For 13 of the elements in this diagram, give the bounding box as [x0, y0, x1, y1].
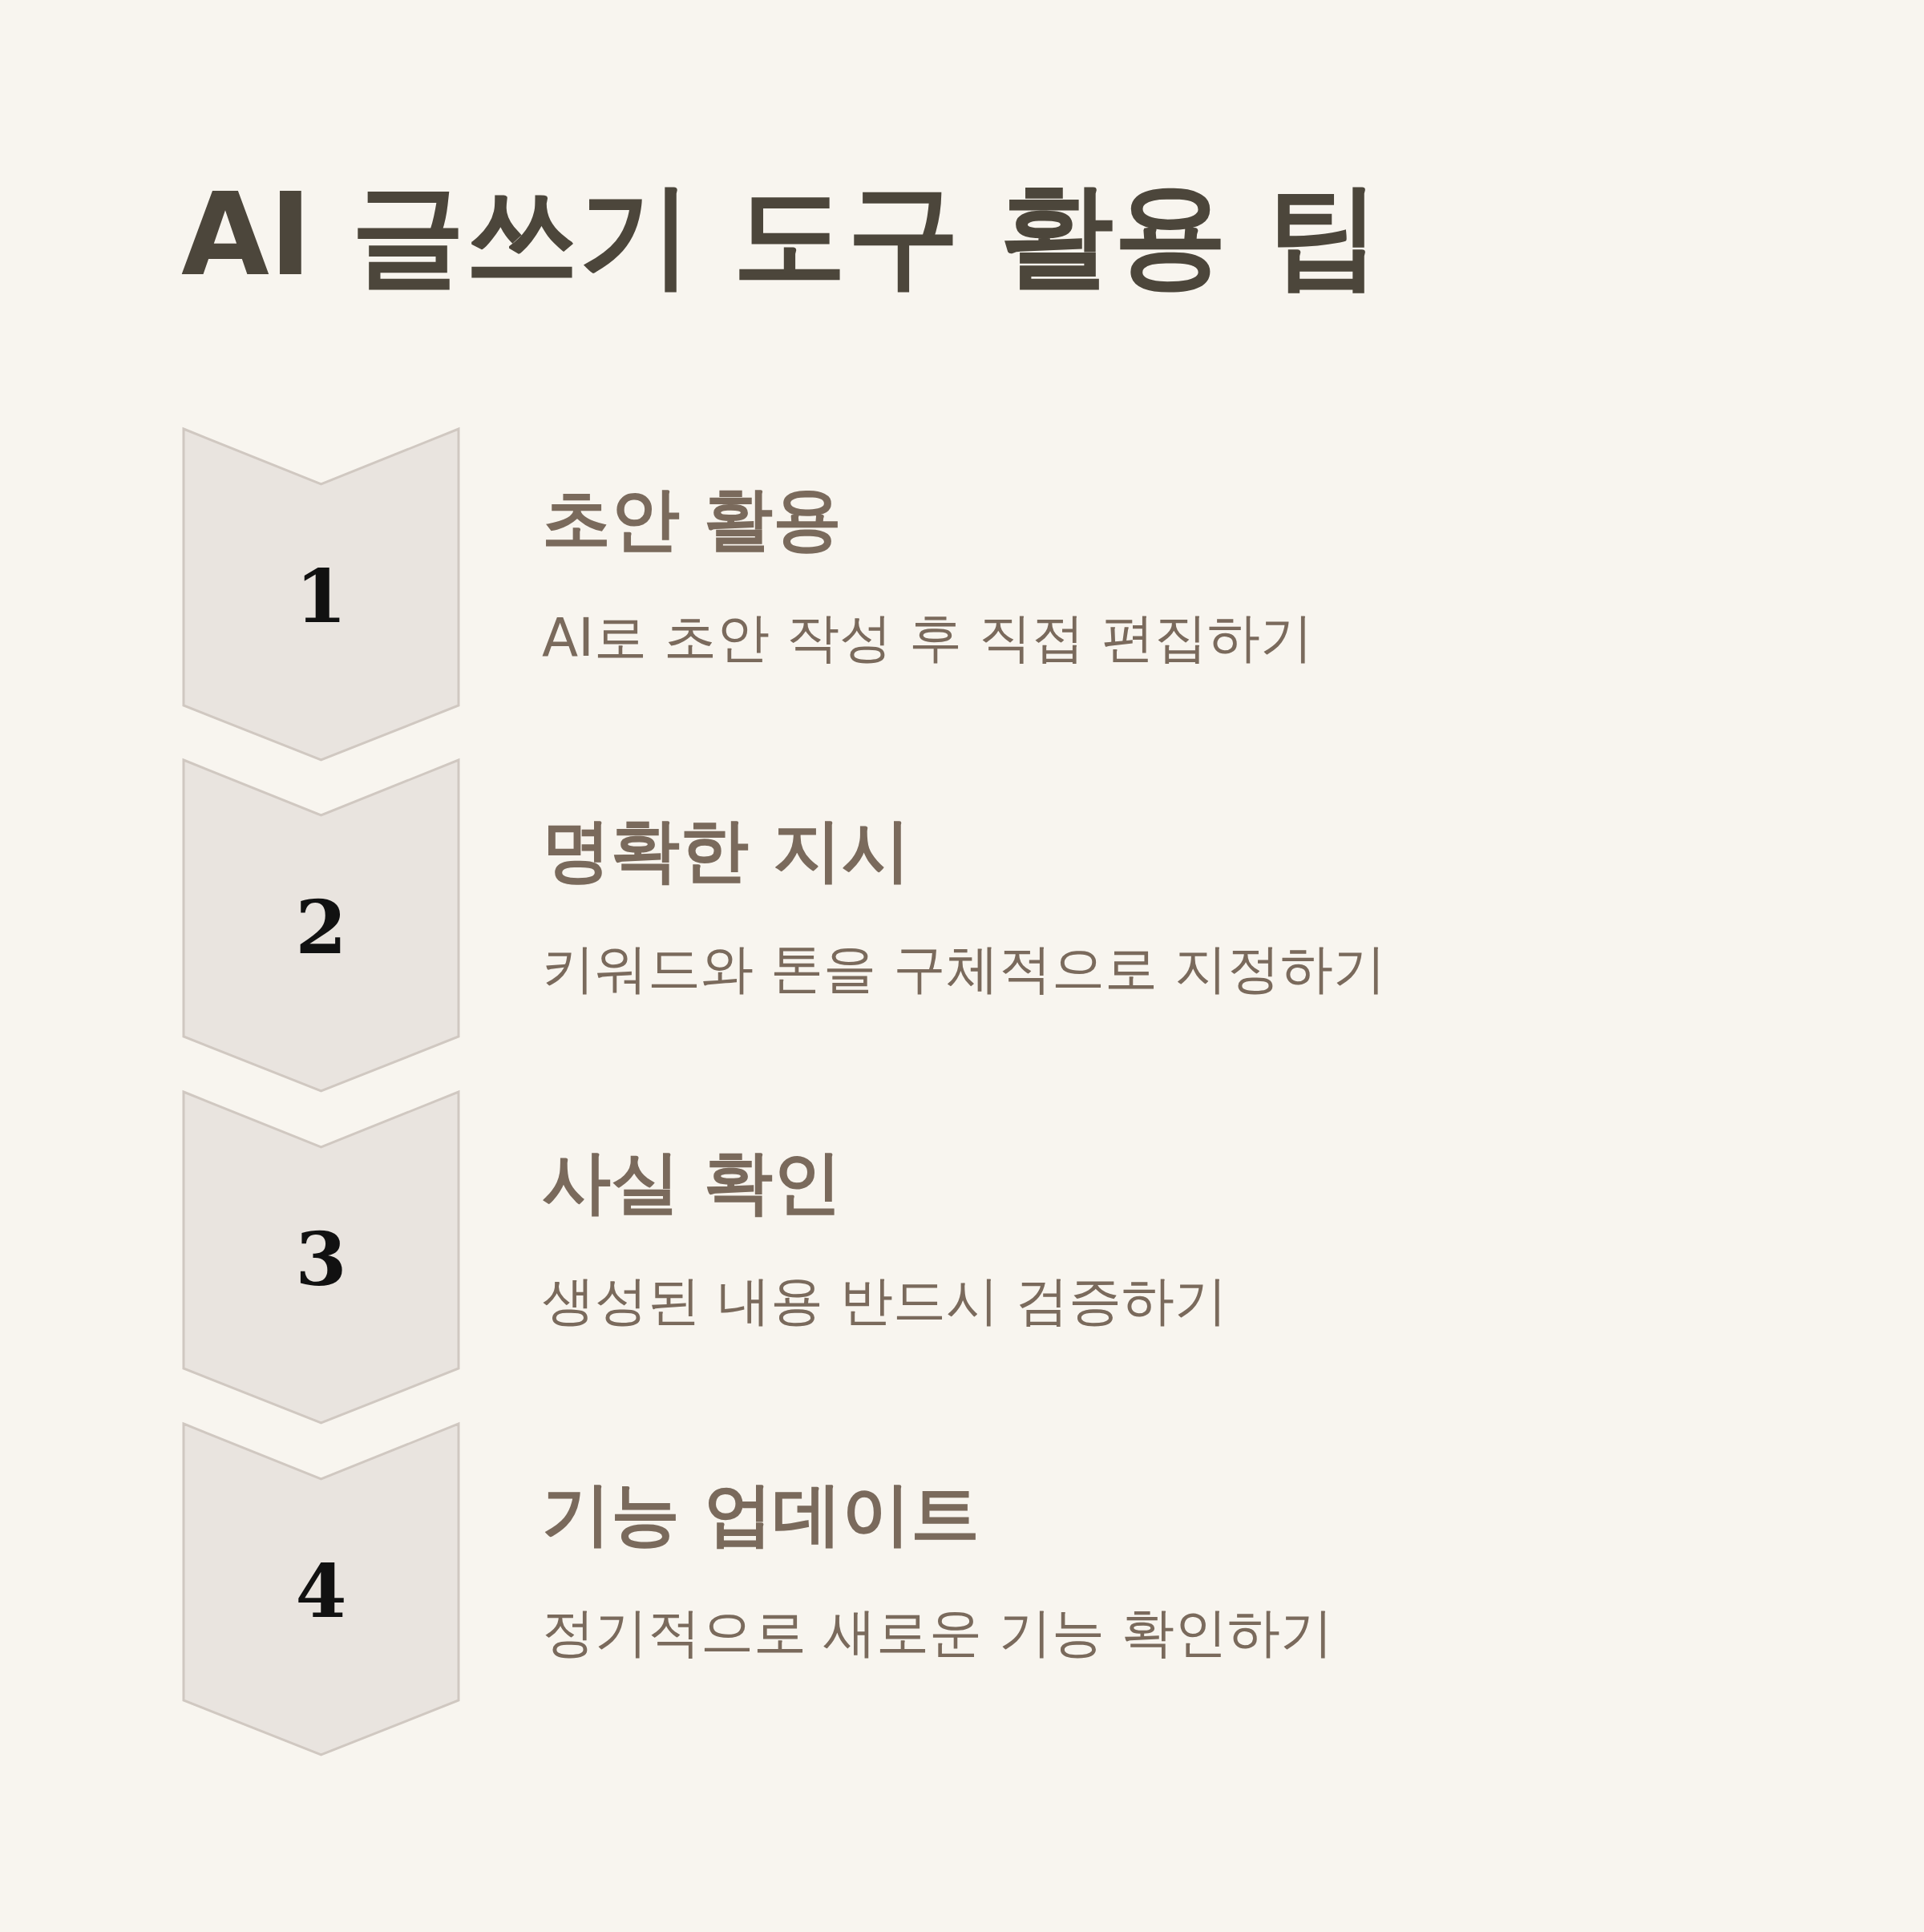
step-number: 2 — [294, 887, 348, 969]
step-heading: 기능 업데이트 — [542, 1476, 980, 1552]
step-number: 3 — [294, 1219, 348, 1301]
step-description: AI로 초안 작성 후 직접 편집하기 — [542, 609, 1313, 668]
step-heading: 사실 확인 — [542, 1144, 842, 1220]
step-number: 1 — [294, 556, 348, 638]
step-number: 4 — [294, 1551, 348, 1633]
diagram-title: AI 글쓰기 도구 활용 팁 — [181, 172, 1381, 298]
step-description: 정기적으로 새로운 기능 확인하기 — [542, 1604, 1333, 1663]
step-description: 키워드와 톤을 구체적으로 지정하기 — [542, 940, 1386, 999]
step-description: 생성된 내용 반드시 검증하기 — [542, 1272, 1227, 1331]
step-heading: 초안 활용 — [542, 481, 842, 557]
step-heading: 명확한 지시 — [542, 812, 911, 888]
